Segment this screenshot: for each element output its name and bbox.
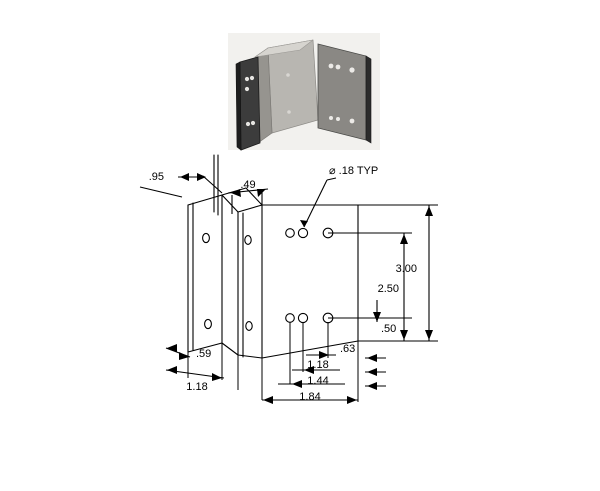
hole-front-top-2 — [297, 227, 309, 239]
left-margin-ticks — [167, 344, 177, 374]
dim-63-label: .63 — [340, 343, 355, 355]
dim-184-label: 1.84 — [299, 391, 320, 403]
dim-118l-arrow-right — [212, 373, 222, 381]
photo-right-wing — [317, 43, 367, 141]
bottom-right-dims: .63 1.18 1.44 1.84 — [261, 322, 386, 404]
dim-95-arrow-right — [197, 173, 206, 181]
dim-49-group: .49 — [227, 179, 269, 214]
bracket-isometric — [187, 154, 359, 359]
dim-95-label: .95 — [149, 171, 164, 183]
callout-hole-diameter: ⌀ .18 TYP — [300, 165, 378, 228]
dim-49-arrow-left — [231, 189, 241, 197]
dim-49-arrow-right — [257, 189, 266, 197]
hole-left-bottom — [204, 318, 212, 330]
dim-250-arrow-bottom — [400, 330, 408, 340]
photo-right-wing-holes — [328, 63, 355, 124]
dim-59-arrow — [179, 352, 189, 360]
tick-right-3-arrow — [367, 382, 377, 390]
photo-left-wing-holes — [244, 75, 256, 127]
dim-95-group: .95 — [139, 171, 223, 198]
dim-250-label: 2.50 — [378, 283, 399, 295]
tick-right-2-arrow — [367, 368, 377, 376]
tick-left-2-arrow — [167, 366, 177, 374]
dim-118l-label: 1.18 — [186, 381, 207, 393]
dim-50-label: .50 — [381, 323, 396, 335]
top-surface-back-edge — [221, 187, 247, 196]
channel-top-left-bend — [221, 194, 239, 213]
dim-144-label: 1.44 — [307, 375, 328, 387]
channel-bottom-left-bend — [221, 342, 239, 356]
dim-95-arrow-left — [180, 173, 189, 181]
dim-184-arrow-right — [347, 396, 357, 404]
dim-250-arrow-top — [400, 234, 408, 244]
hole-mid-top — [244, 235, 252, 245]
front-face-bottom-edge — [261, 340, 359, 359]
dim-95-ext-left — [139, 186, 183, 198]
top-surface-edge — [237, 204, 263, 213]
photo-right-wing-edge — [365, 55, 372, 144]
dim-144-arrow — [292, 380, 302, 388]
dim-50-arrow — [373, 312, 381, 322]
dim-49-label: .49 — [240, 179, 255, 191]
dim-118r-label: 1.18 — [307, 359, 328, 371]
callout-leader-line — [303, 179, 328, 228]
hole-mid-bottom — [245, 321, 253, 331]
dim-300-label: 3.00 — [396, 263, 417, 275]
tick-left-1-arrow — [167, 344, 177, 352]
tick-right-1-arrow — [367, 354, 377, 362]
left-flange-bottom-edge — [187, 342, 223, 353]
photo-channel-holes — [286, 73, 291, 114]
dim-118r-arrow — [304, 366, 314, 374]
drawing-holes — [202, 227, 334, 331]
hole-left-top — [202, 232, 210, 244]
callout-leader-shoulder — [326, 177, 337, 181]
callout-arrowhead — [300, 220, 308, 227]
dim-300-arrow-top — [425, 206, 433, 216]
dim-63-arrow — [319, 351, 329, 359]
dim-95-leader — [202, 175, 223, 194]
photo-channel-top-edge — [254, 39, 314, 58]
photo-left-wing — [239, 56, 261, 151]
hole-front-bottom-1 — [285, 313, 295, 323]
right-vertical-dims: 3.00 2.50 .50 — [328, 204, 438, 342]
left-flange-top-edge — [187, 194, 223, 206]
dim-59-label: .59 — [196, 348, 211, 360]
hole-front-bottom-2 — [297, 312, 309, 324]
hole-front-top-1 — [285, 228, 295, 238]
dim-184-arrow-left — [263, 396, 273, 404]
callout-diameter-label: ⌀ .18 TYP — [329, 165, 378, 177]
product-photo — [228, 33, 380, 151]
bottom-left-dims: .59 1.18 — [165, 343, 239, 393]
bottom-face-sliver — [237, 354, 263, 359]
photo-left-wing-edge — [235, 61, 242, 151]
dim-300-arrow-bottom — [425, 330, 433, 340]
